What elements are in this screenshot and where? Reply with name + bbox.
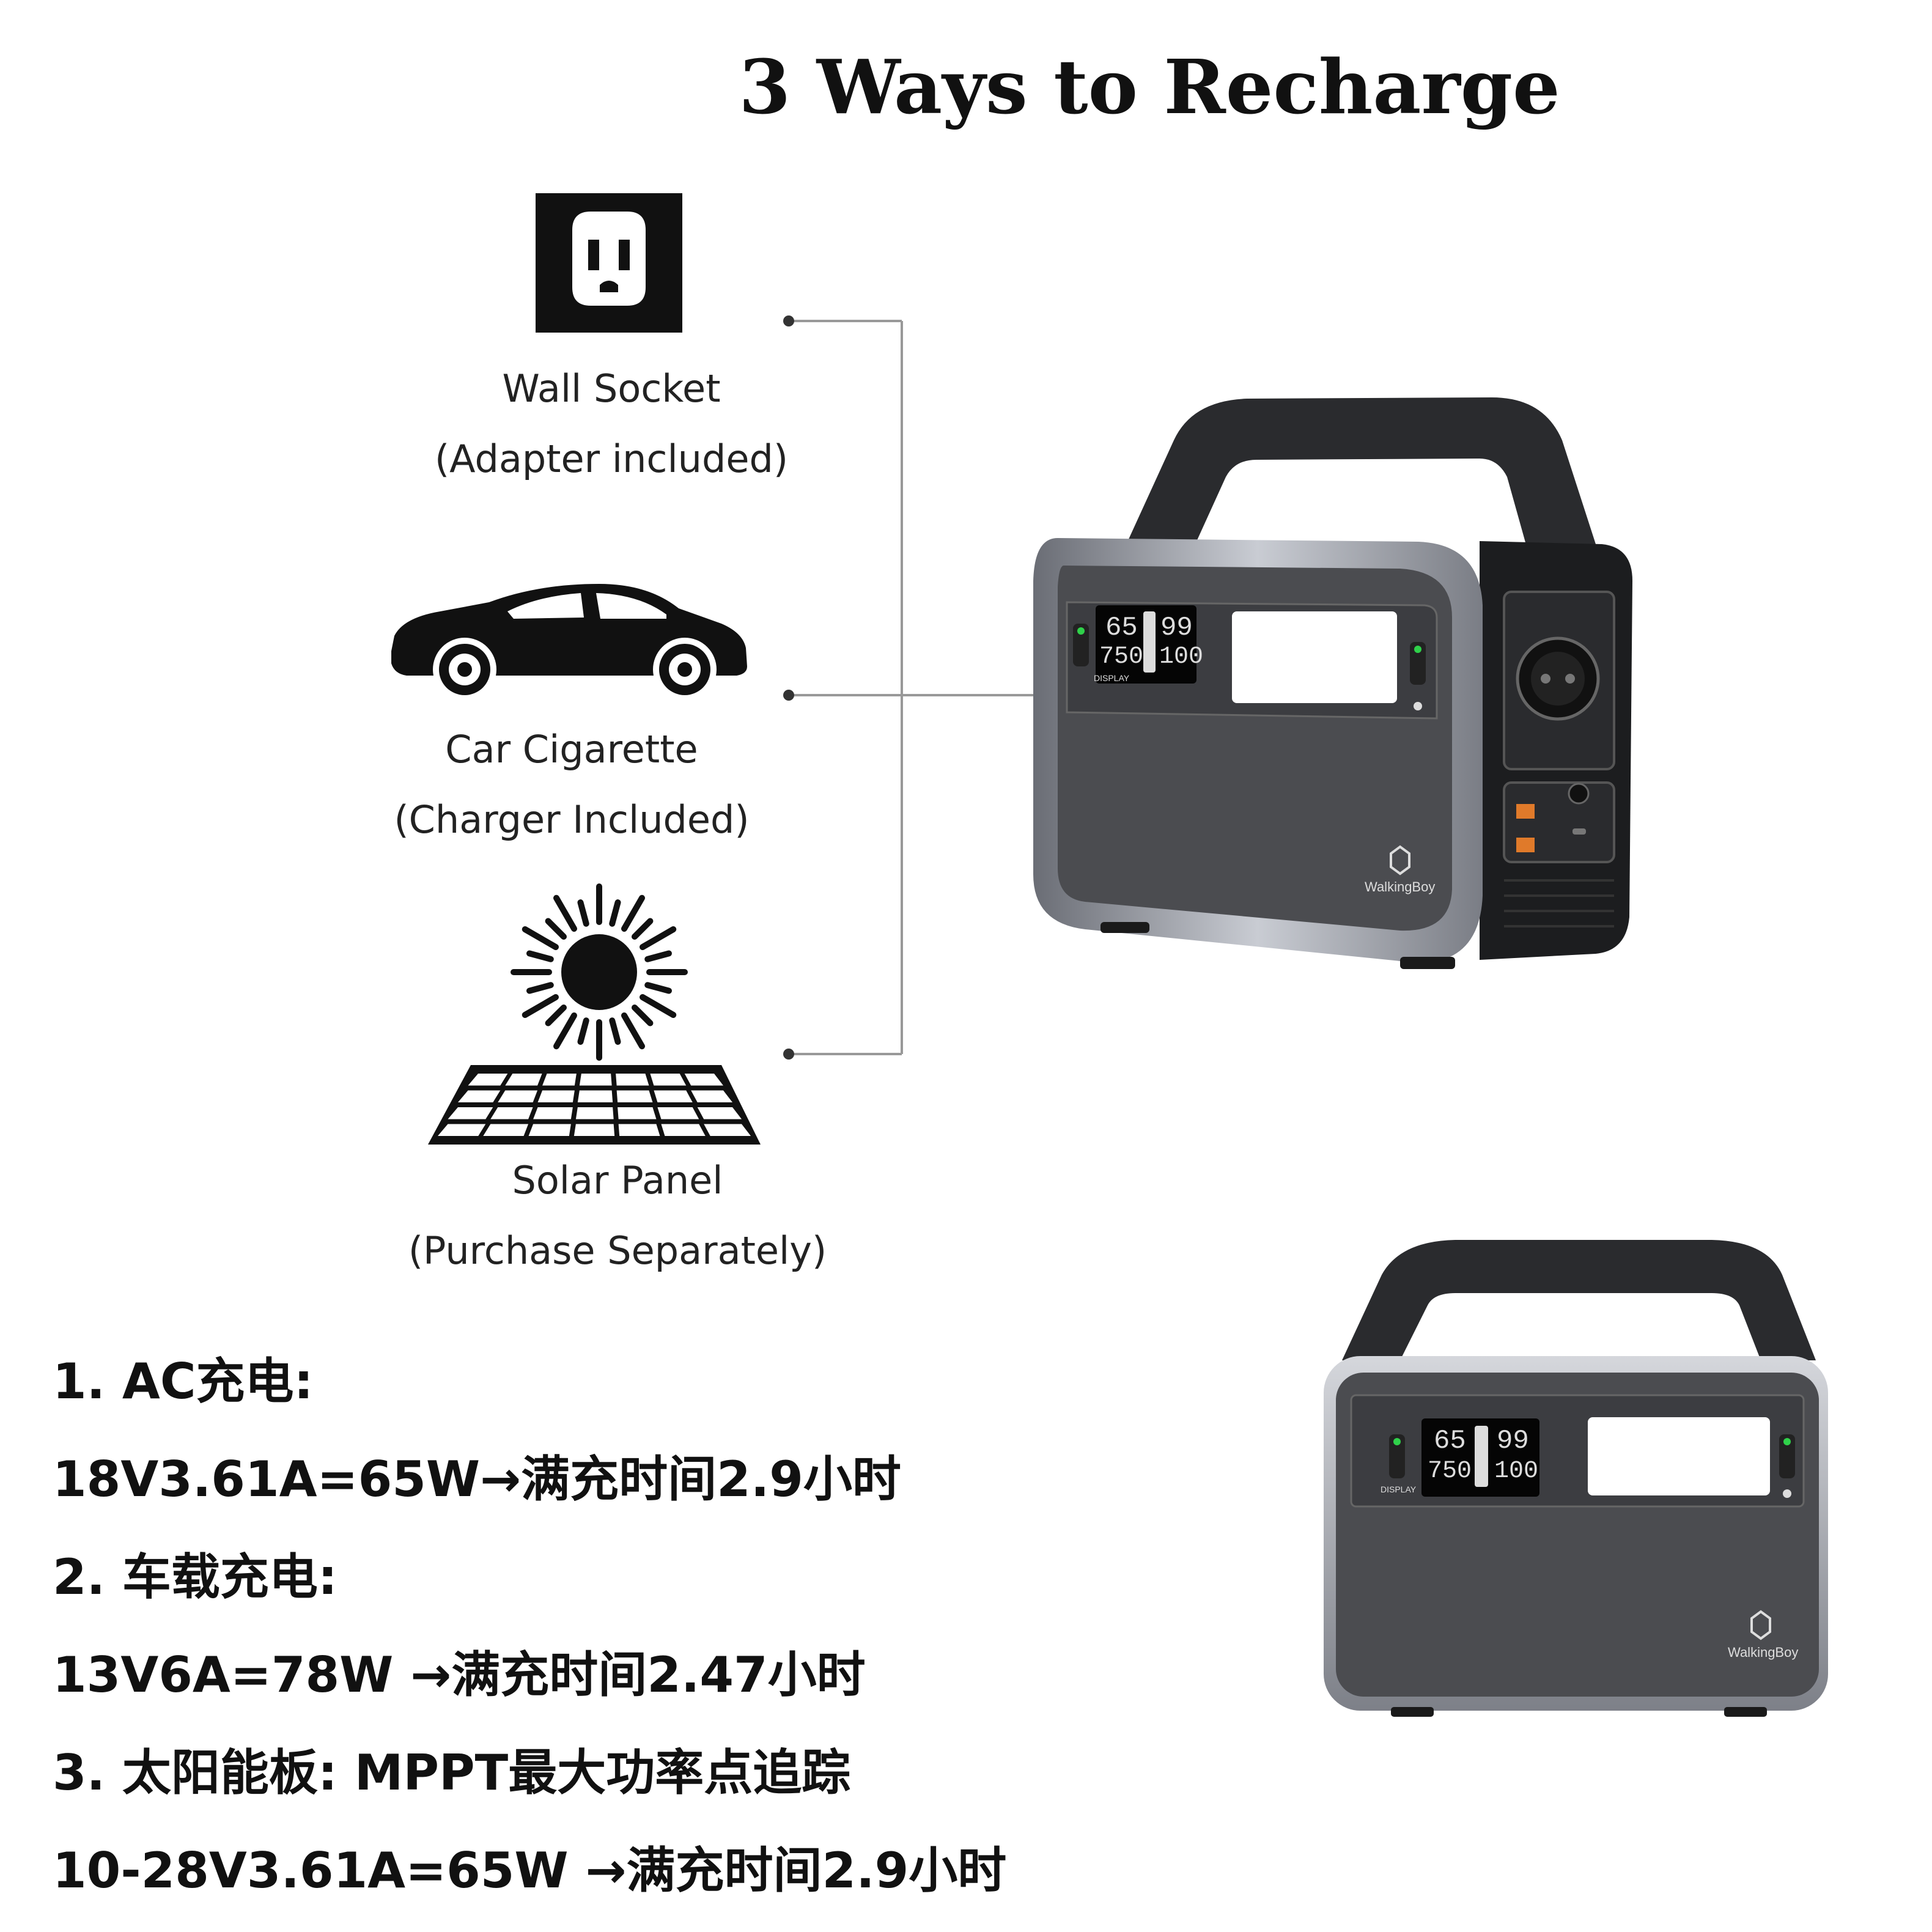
solar-cell — [684, 1074, 723, 1086]
sun-icon — [511, 883, 688, 1061]
solar-cell — [691, 1090, 732, 1102]
display-button-label: DISPLAY — [1094, 673, 1130, 683]
connector-lines — [789, 320, 1033, 1055]
sun-ray — [621, 894, 645, 932]
solar-cell — [657, 1107, 699, 1119]
sun-ray — [522, 994, 559, 1018]
solar-cell — [537, 1090, 575, 1102]
sun-ray — [526, 950, 554, 962]
solar-panel-icon — [428, 1065, 761, 1145]
sun-ray — [577, 1017, 589, 1045]
solar-cell — [616, 1090, 653, 1102]
sun-ray — [631, 1004, 654, 1027]
solar-cell — [618, 1107, 657, 1119]
sun-ray — [553, 1012, 577, 1050]
lcd-small-top-right: 99 — [1497, 1426, 1529, 1456]
sun-ray — [545, 918, 567, 940]
sun-ray — [640, 994, 677, 1018]
connector-dot — [783, 315, 794, 326]
charging-info: 1. AC充电: 18V3.61A=65W→满充时间2.9小时 2. 车载充电:… — [53, 1333, 1214, 1920]
solar-cell — [697, 1107, 742, 1119]
info-line: 2. 车载充电: — [53, 1549, 337, 1606]
connector-dot — [783, 1049, 794, 1060]
solar-cell — [618, 1124, 660, 1136]
sun-ray — [577, 899, 589, 927]
sun-ray — [526, 982, 554, 994]
solar-cell — [533, 1107, 573, 1119]
solar-cell — [616, 1074, 649, 1086]
solar-cell — [573, 1124, 615, 1136]
lcd-top-right: 99 — [1160, 613, 1193, 643]
solar-cell — [661, 1124, 706, 1136]
solar-cell — [505, 1074, 542, 1086]
solar-cell — [468, 1074, 508, 1086]
solar-cell — [448, 1107, 493, 1119]
solar-cell — [654, 1090, 693, 1102]
lcd-bottom-left: 750 — [1099, 643, 1144, 671]
solar-cell — [650, 1074, 687, 1086]
sun-ray — [631, 918, 654, 940]
solar-cell — [483, 1124, 529, 1136]
sun-ray — [553, 894, 577, 932]
method-note-car: (Charger Included) — [394, 797, 750, 842]
method-note-solar: (Purchase Separately) — [408, 1228, 827, 1273]
page-title: 3 Ways to Recharge — [739, 43, 1560, 131]
sun-ray — [621, 1012, 645, 1050]
sun-ray — [644, 982, 672, 994]
solar-cell — [498, 1090, 538, 1102]
method-name-wall: Wall Socket — [502, 366, 721, 411]
car-icon — [391, 584, 747, 701]
lcd-small-bottom-right: 100 — [1494, 1458, 1539, 1485]
sun-ray — [545, 1004, 567, 1027]
solar-cell — [704, 1124, 751, 1136]
method-name-solar: Solar Panel — [512, 1158, 723, 1203]
sun-ray — [640, 926, 677, 950]
solar-cell — [575, 1107, 614, 1119]
sun-ray — [609, 899, 621, 927]
brand-label: WalkingBoy — [1365, 879, 1436, 894]
connector-dot — [783, 690, 794, 701]
info-line: 10-28V3.61A=65W →满充时间2.9小时 — [53, 1842, 1007, 1899]
lcd-small-top-left: 65 — [1434, 1426, 1466, 1456]
lcd-small-bottom-left: 750 — [1428, 1458, 1472, 1485]
info-line: 1. AC充电: — [53, 1353, 314, 1410]
sun-ray — [609, 1017, 621, 1045]
method-name-car: Car Cigarette — [445, 727, 698, 772]
method-note-wall: (Adapter included) — [434, 437, 789, 481]
solar-cell — [579, 1074, 612, 1086]
lcd-top-left: 65 — [1105, 613, 1138, 643]
sun-ray — [644, 950, 672, 962]
lcd-bottom-right: 100 — [1159, 643, 1204, 671]
solar-cell — [490, 1107, 533, 1119]
info-line: 13V6A=78W →满充时间2.47小时 — [53, 1646, 866, 1703]
info-line: 18V3.61A=65W→满充时间2.9小时 — [53, 1451, 901, 1508]
solar-cell — [528, 1124, 571, 1136]
brand-label-small: WalkingBoy — [1728, 1645, 1799, 1660]
solar-cell — [542, 1074, 577, 1086]
solar-cell — [438, 1124, 486, 1136]
solar-cell — [577, 1090, 613, 1102]
info-line: 3. 太阳能板: MPPT最大功率点追踪 — [53, 1744, 851, 1801]
display-button-label-small: DISPLAY — [1381, 1484, 1417, 1494]
sun-ray — [522, 926, 559, 950]
solar-cell — [458, 1090, 501, 1102]
wall-socket-icon — [536, 193, 682, 333]
